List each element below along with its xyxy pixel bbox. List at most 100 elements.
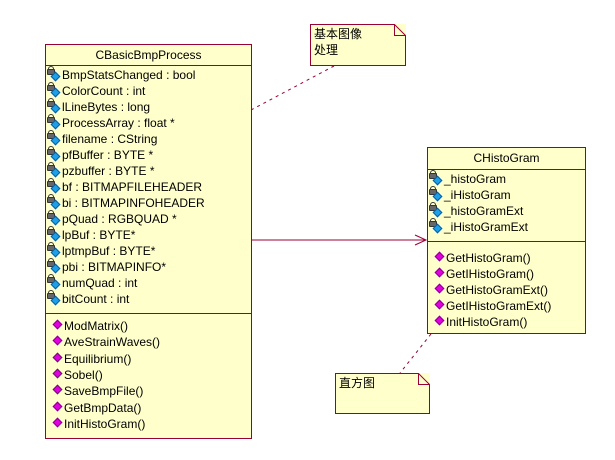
attribute-label: lpBuf : BYTE* [62, 228, 136, 242]
private-attribute-icon [46, 290, 61, 306]
private-attribute-icon [428, 218, 443, 234]
private-attribute-icon [428, 202, 443, 218]
attribute-label: _histoGramExt [444, 204, 524, 218]
operation-label: GetHistoGramExt() [446, 283, 549, 297]
attribute-row[interactable]: BmpStatsChanged : bool [46, 66, 251, 83]
operation-label: InitHistoGram() [446, 315, 528, 329]
operation-label: ModMatrix() [64, 319, 129, 334]
attribute-row[interactable]: lpBuf : BYTE* [46, 226, 251, 243]
attribute-row[interactable]: ColorCount : int [46, 82, 251, 99]
operation-label: GetIHistoGramExt() [446, 299, 552, 313]
public-operation-icon [52, 384, 63, 398]
operation-label: AveStrainWaves() [64, 335, 161, 350]
private-attribute-icon [46, 226, 61, 242]
operation-label: GetIHistoGram() [446, 267, 535, 281]
attribute-row[interactable]: _iHistoGram [428, 186, 585, 203]
private-attribute-icon [46, 210, 61, 226]
attribute-row[interactable]: lLineBytes : long [46, 98, 251, 115]
private-attribute-icon [46, 258, 61, 274]
attribute-label: pzbuffer : BYTE * [62, 164, 155, 178]
attribute-row[interactable]: _histoGram [428, 170, 585, 187]
operation-row[interactable]: GetHistoGram() [434, 250, 585, 266]
attribute-label: pfBuffer : BYTE * [62, 148, 154, 162]
attribute-label: bf : BITMAPFILEHEADER [62, 180, 203, 194]
note-link-basic [250, 65, 335, 111]
public-operation-icon [434, 283, 445, 297]
private-attribute-icon [46, 82, 61, 98]
private-attribute-icon [428, 170, 443, 186]
class-chistogram[interactable]: CHistoGram _histoGram_iHistoGram_histoGr… [427, 147, 586, 334]
private-attribute-icon [46, 130, 61, 146]
attribute-row[interactable]: bi : BITMAPINFOHEADER [46, 194, 251, 211]
public-operation-icon [52, 319, 63, 333]
note-shape [335, 373, 430, 414]
attribute-label: lLineBytes : long [62, 100, 151, 114]
attribute-label: pQuad : RGBQUAD * [62, 212, 177, 226]
attribute-row[interactable]: _histoGramExt [428, 202, 585, 219]
attribute-row[interactable]: pzbuffer : BYTE * [46, 162, 251, 179]
operation-row[interactable]: GetHistoGramExt() [434, 282, 585, 298]
note-shape [310, 24, 406, 66]
attribute-row[interactable]: _iHistoGramExt [428, 218, 585, 235]
operation-row[interactable]: InitHistoGram() [52, 416, 251, 432]
operation-label: GetBmpData() [64, 400, 142, 415]
operations-compartment: GetHistoGram() GetIHistoGram() GetHistoGra… [428, 242, 585, 330]
public-operation-icon [52, 352, 63, 366]
operation-label: GetHistoGram() [446, 251, 531, 265]
note-histogram[interactable]: 直方图 [335, 373, 430, 414]
private-attribute-icon [46, 242, 61, 258]
operation-label: Equilibrium() [64, 351, 132, 366]
operation-row[interactable]: GetBmpData() [52, 399, 251, 415]
attribute-row[interactable]: pfBuffer : BYTE * [46, 146, 251, 163]
attribute-row[interactable]: pbi : BITMAPINFO* [46, 258, 251, 275]
attribute-label: bi : BITMAPINFOHEADER [62, 196, 205, 210]
private-attribute-icon [46, 98, 61, 114]
note-link-histogram [399, 333, 432, 374]
note-basic-image-processing[interactable]: 基本图像 处理 [310, 24, 406, 66]
attribute-row[interactable]: bitCount : int [46, 290, 251, 307]
attribute-label: bitCount : int [62, 292, 130, 306]
public-operation-icon [434, 267, 445, 281]
operation-row[interactable]: Equilibrium() [52, 351, 251, 367]
operation-row[interactable]: ModMatrix() [52, 318, 251, 334]
attribute-label: ProcessArray : float * [62, 116, 175, 130]
note-text: 直方图 [339, 376, 376, 390]
attribute-row[interactable]: bf : BITMAPFILEHEADER [46, 178, 251, 195]
public-operation-icon [52, 335, 63, 349]
attribute-row[interactable]: numQuad : int [46, 274, 251, 291]
attribute-row[interactable]: pQuad : RGBQUAD * [46, 210, 251, 227]
attribute-label: _histoGram [444, 172, 507, 186]
attribute-row[interactable]: ProcessArray : float * [46, 114, 251, 131]
private-attribute-icon [428, 186, 443, 202]
attribute-label: _iHistoGramExt [444, 220, 529, 234]
public-operation-icon [434, 315, 445, 329]
private-attribute-icon [46, 274, 61, 290]
attribute-label: pbi : BITMAPINFO* [62, 260, 167, 274]
operation-row[interactable]: SaveBmpFile() [52, 383, 251, 399]
attribute-label: lptmpBuf : BYTE* [62, 244, 156, 258]
attribute-label: _iHistoGram [444, 188, 511, 202]
attribute-label: ColorCount : int [62, 84, 146, 98]
operation-row[interactable]: GetIHistoGram() [434, 266, 585, 282]
public-operation-icon [434, 299, 445, 313]
class-name: CHistoGram [428, 148, 585, 170]
operation-row[interactable]: GetIHistoGramExt() [434, 298, 585, 314]
operations-compartment: ModMatrix()AveStrainWaves()Equilibrium()… [46, 314, 251, 432]
class-name: CBasicBmpProcess [46, 45, 251, 66]
operation-row[interactable]: Sobel() [52, 367, 251, 383]
private-attribute-icon [46, 146, 61, 162]
attribute-row[interactable]: filename : CString [46, 130, 251, 147]
public-operation-icon [52, 401, 63, 415]
attribute-label: BmpStatsChanged : bool [62, 68, 196, 82]
operation-label: InitHistoGram() [64, 416, 146, 431]
attributes-compartment: _histoGram _iHistoGram _histoGramExt _iHist… [428, 170, 585, 242]
public-operation-icon [52, 368, 63, 382]
private-attribute-icon [46, 162, 61, 178]
attribute-row[interactable]: lptmpBuf : BYTE* [46, 242, 251, 259]
operation-row[interactable]: InitHistoGram() [434, 314, 585, 330]
attribute-label: filename : CString [62, 132, 158, 146]
operation-row[interactable]: AveStrainWaves() [52, 334, 251, 350]
